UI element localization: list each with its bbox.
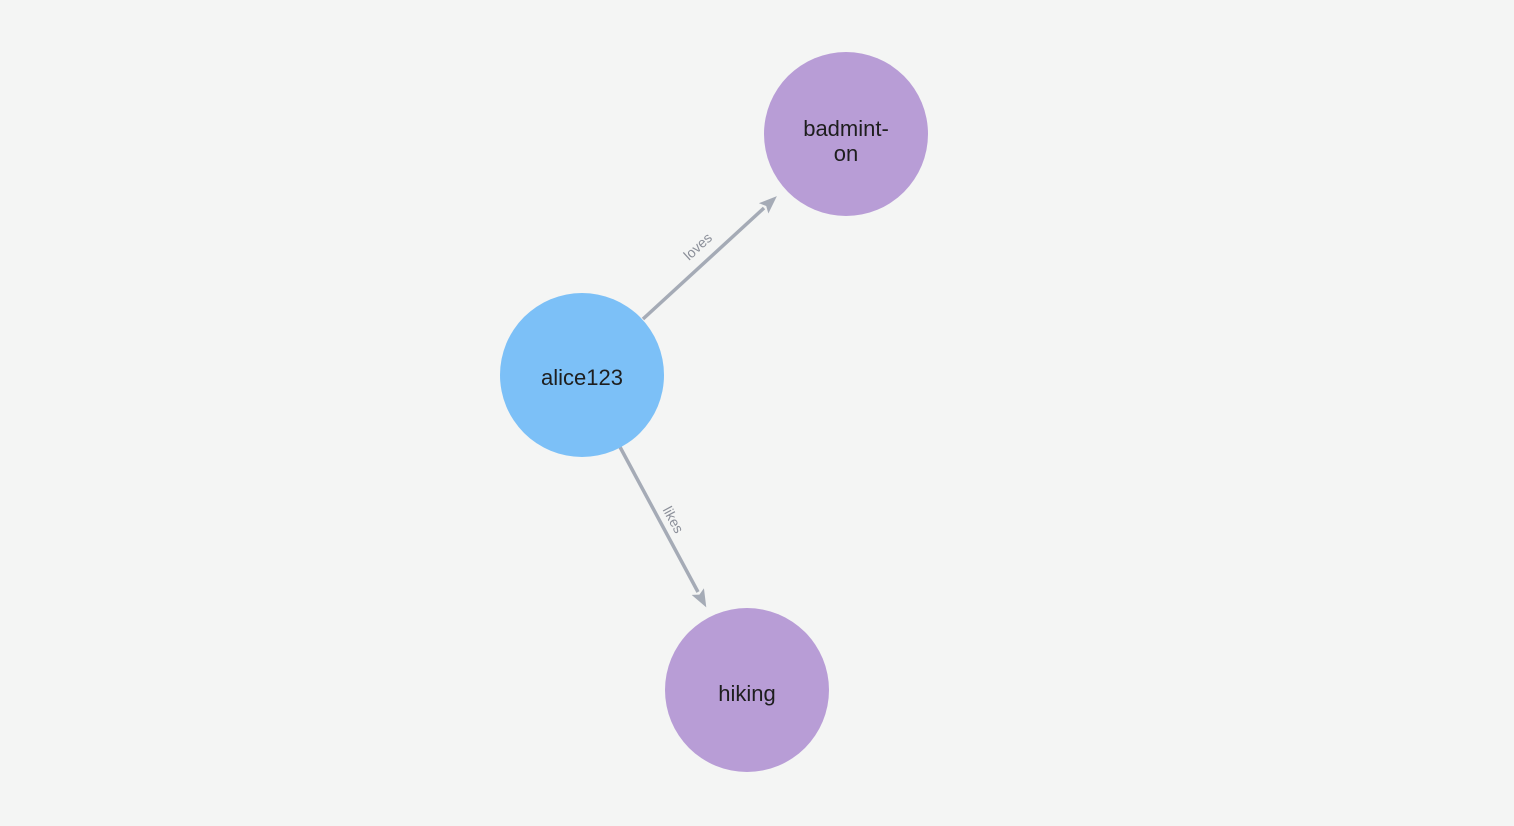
node-alice123-circle[interactable]: [500, 293, 664, 457]
node-alice123[interactable]: alice123: [500, 293, 664, 457]
node-hiking[interactable]: hiking: [665, 608, 829, 772]
node-badminton[interactable]: badmint- on: [764, 52, 928, 216]
edge-likes[interactable]: likes: [618, 446, 707, 608]
node-hiking-circle[interactable]: [665, 608, 829, 772]
node-badminton-circle[interactable]: [764, 52, 928, 216]
edge-likes-line[interactable]: [618, 446, 707, 608]
edge-loves[interactable]: loves: [641, 196, 777, 321]
edge-loves-line[interactable]: [641, 196, 777, 321]
